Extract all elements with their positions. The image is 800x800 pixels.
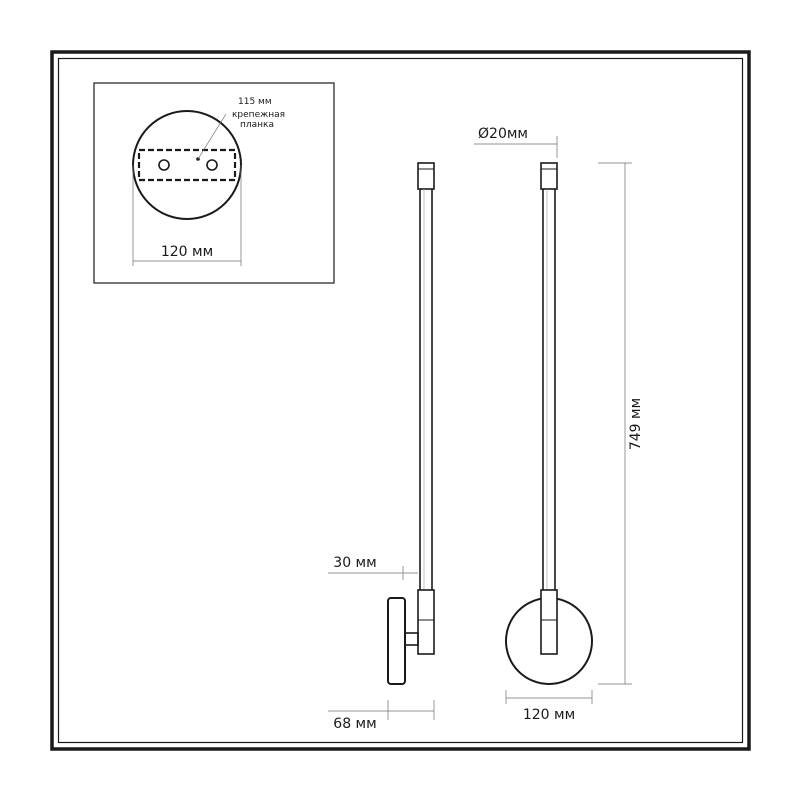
- plate-name-line2: планка: [240, 120, 274, 130]
- outer-frame: [50, 50, 751, 751]
- inner-frame: [57, 57, 744, 744]
- base-width-label: 120 мм: [161, 244, 213, 260]
- screw-hole-right: [206, 159, 218, 171]
- front-tube-holder: [540, 589, 558, 655]
- plate-name-line1: крепежная: [232, 110, 285, 120]
- plate-leader-line: [197, 113, 227, 160]
- mounting-plate: [137, 148, 237, 182]
- mount-detail-box: [93, 82, 335, 284]
- depth-label: 68 мм: [333, 716, 376, 732]
- screw-hole-left: [158, 159, 170, 171]
- height-label: 749 мм: [628, 398, 644, 450]
- plate-width-label: 115 мм: [238, 97, 272, 107]
- offset-label: 30 мм: [333, 555, 376, 571]
- mount-detail: 115 мм крепежная планка 120 мм: [93, 82, 335, 284]
- tube-diameter-label: Ø20мм: [478, 126, 528, 142]
- side-arm: [404, 632, 419, 646]
- front-view: Ø20мм 749 мм 120 мм: [474, 126, 644, 723]
- side-view: 30 мм 68 мм: [328, 162, 435, 732]
- side-tube-cap: [417, 162, 435, 190]
- side-wall-base: [387, 597, 406, 685]
- front-base-width-label: 120 мм: [523, 707, 575, 723]
- side-tube-holder: [417, 589, 435, 655]
- front-tube-cap: [540, 162, 558, 190]
- base-disc: [132, 110, 242, 220]
